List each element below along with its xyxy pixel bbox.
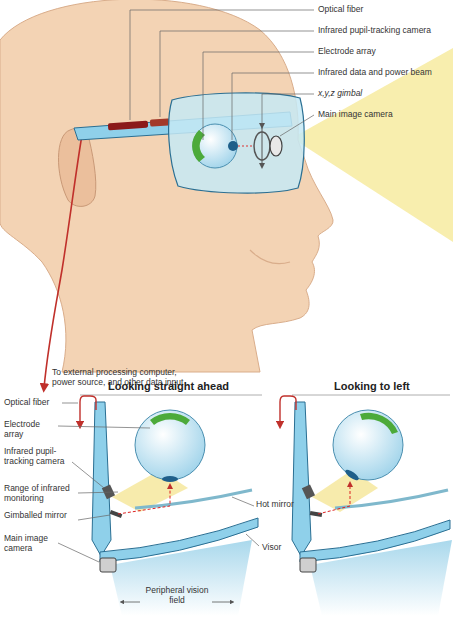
- part-label: Optical fiber: [318, 5, 363, 15]
- lens: [169, 93, 305, 193]
- eyeball: [193, 124, 237, 168]
- visor: [100, 518, 258, 562]
- part-label: Hot mirror: [256, 500, 296, 510]
- part-label: Visor: [262, 543, 281, 553]
- eyeball: [333, 410, 403, 480]
- part-label: Electrode array: [4, 420, 56, 439]
- hot-mirror: [135, 490, 252, 508]
- frame: [92, 402, 111, 556]
- fiber-segment: [108, 121, 148, 131]
- gimballed-mirror: [310, 511, 323, 517]
- ir-beam: [238, 146, 254, 147]
- part-label: Range of infrared monitoring: [4, 484, 78, 503]
- part-label: Infrared pupil-tracking camera: [4, 447, 70, 466]
- main-camera: [300, 558, 316, 572]
- cheek-line: [250, 250, 290, 264]
- part-label: Infrared pupil-tracking camera: [318, 26, 431, 36]
- pupil: [228, 141, 238, 151]
- part-label: x,y,z gimbal: [318, 89, 362, 99]
- part-label: Electrode array: [318, 47, 376, 57]
- part-label: Gimballed mirror: [4, 511, 78, 521]
- gimbal-axis: [262, 126, 263, 166]
- electrode-array: [360, 413, 398, 434]
- view-heading: Looking straight ahead: [108, 380, 229, 392]
- main-camera: [100, 558, 116, 572]
- ir-path: [318, 484, 350, 514]
- part-label: Optical fiber: [4, 398, 64, 408]
- heading-rule: [292, 395, 450, 396]
- ir-path: [118, 486, 170, 514]
- fiber: [80, 396, 96, 425]
- part-label: Main image camera: [4, 534, 58, 553]
- hot-mirror: [335, 490, 448, 508]
- part-label: Infrared data and power beam: [318, 68, 432, 78]
- electrode-array: [150, 413, 190, 425]
- pupil-camera: [150, 118, 170, 126]
- part-label: Main image camera: [318, 110, 393, 120]
- fiber: [280, 396, 296, 425]
- frame: [292, 402, 311, 556]
- head: [0, 0, 333, 372]
- pupil: [162, 476, 178, 482]
- pupil-camera: [302, 484, 315, 499]
- camera-lens: [270, 136, 282, 156]
- eyeball: [135, 410, 205, 480]
- leader-lines: [58, 403, 259, 562]
- field-arrow: [122, 602, 140, 603]
- leader-lines: [130, 10, 314, 140]
- pupil: [344, 468, 361, 482]
- visor: [300, 520, 450, 562]
- view-heading: Looking to left: [334, 380, 410, 392]
- part-label: Peripheral vision field: [144, 586, 210, 605]
- field-arrow: [212, 602, 232, 603]
- heading-rule: [80, 395, 262, 396]
- cable: [44, 135, 82, 388]
